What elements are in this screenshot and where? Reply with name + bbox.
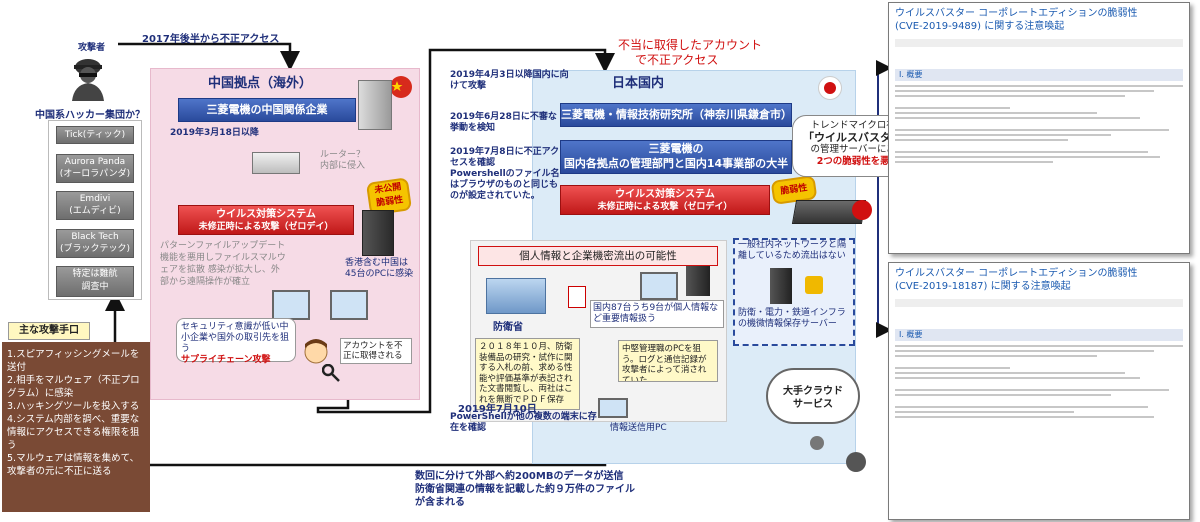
methods-title: 主な攻撃手口 (8, 322, 90, 340)
arrow-to-advisory-2 (855, 159, 892, 338)
trendmicro-product: 「ウイルスバスター」 (803, 131, 913, 144)
arrow-china-to-japan (316, 48, 615, 414)
japan-antivirus-label: ウイルス対策システム (615, 189, 715, 200)
laptop-icon (330, 290, 368, 320)
pc-icon (640, 272, 678, 300)
router-icon (252, 152, 300, 174)
isolated-network-box (733, 238, 855, 346)
method-item: 2.相手をマルウェア（不正プログラム）に感染 (7, 375, 140, 399)
mid-manager-note: 中堅管理職のPCを狙う。ログと通信記録が攻撃者によって消されていた (618, 340, 718, 382)
cloud-service-icon: 大手クラウド サービス (766, 368, 860, 424)
powershell-note: PowerShellが他の複数の端末に存在を確認 (450, 412, 597, 433)
method-item: 1.スピアフィッシングメールを送付 (7, 349, 140, 373)
method-item: 3.ハッキングツールを投入する (7, 401, 140, 412)
group-unidentified: 特定は難航 調査中 (56, 266, 134, 297)
trendmicro-line1: トレンドマイクロ社製 (810, 120, 906, 131)
mod-building-icon (486, 278, 546, 314)
pdf-icon (568, 286, 586, 308)
server-icon (362, 210, 394, 256)
group-aurora-panda: Aurora Panda (オーロラパンダ) (56, 154, 134, 183)
virus-icon (846, 452, 866, 472)
leak-area (470, 240, 727, 422)
send-pc-label: 情報送信用PC (610, 423, 667, 433)
japan-flag-icon (818, 76, 842, 100)
server-icon (686, 266, 710, 296)
japan-lab-bar: 三菱電機・情報技術研究所（神奈川県鎌倉市） (560, 103, 792, 127)
powershell-date: 2019年7月10日 (458, 404, 537, 415)
trendmicro-logo-icon (852, 200, 872, 220)
advisory-2-title[interactable]: ウイルスバスター コーポレートエディションの脆弱性 (CVE-2019-1818… (895, 268, 1138, 292)
advisory-1-title[interactable]: ウイルスバスター コーポレートエディションの脆弱性 (CVE-2019-9489… (895, 8, 1138, 32)
japan-hq-line1: 三菱電機の (648, 142, 704, 155)
method-item: 4.システム内部を調べ、重要な情報にアクセスできる権限を狙う (7, 414, 140, 451)
attacker-title: 攻撃者 (78, 43, 106, 53)
exfiltration-line2: 防衛省関連の情報を記載した約９万件のファイル (415, 484, 635, 495)
methods-list: 1.スピアフィッシングメールを送付 2.相手をマルウェア（不正プログラム）に感染… (2, 342, 150, 512)
october-2018-note: ２０１８年１０月、防衛装備品の研究・試作に関する入札の前、求める性能や評価基準が… (475, 338, 580, 410)
lock-icon (805, 276, 823, 294)
hacker-icon (68, 55, 108, 101)
infected-pcs-note: 香港含む中国は 45台のPCに感染 (345, 258, 414, 279)
server-rack-icon (770, 268, 792, 304)
trendmicro-line4: 2つの脆弱性を悪用 (816, 156, 900, 167)
stolen-account-label-2: で不正アクセス (635, 53, 719, 67)
isolated-network-note: 一般社内ネットワークと隔離しているため流出はない (738, 240, 847, 261)
account-note: アカウントを不正に取得される (340, 338, 412, 364)
exfiltration-line1: 数回に分けて外部へ約200MBのデータが送信 (415, 471, 624, 482)
japan-confirmed: 2019年7月8日に不正アクセスを確認 Powershellのファイル名はブラウ… (450, 147, 560, 201)
advisory-2-section: I. 概要 (895, 329, 1183, 341)
china-antivirus-sub: 未修正時による攻撃（ゼロデイ） (198, 222, 334, 232)
laptop-icon (272, 290, 310, 320)
china-antivirus-bar: ウイルス対策システム 未修正時による攻撃（ゼロデイ） (178, 205, 354, 235)
leak-title: 個人情報と企業機密流出の可能性 (478, 246, 718, 266)
key-icon (322, 364, 340, 382)
intrusion-2017-label: 2017年後半から不正アクセス (142, 34, 280, 45)
advisory-panel-2: ウイルスバスター コーポレートエディションの脆弱性 (CVE-2019-1818… (888, 262, 1190, 520)
china-flag-icon (390, 76, 412, 98)
china-date: 2019年3月18日以降 (170, 128, 259, 138)
china-title: 中国拠点（海外） (208, 76, 313, 91)
exfiltration-note: 数回に分けて外部へ約200MBのデータが送信 防衛省関連の情報を記載した約９万件… (415, 470, 635, 509)
supply-chain-callout: セキュリティ意識が低い中小企業や国外の取引先を狙う サプライチェーン攻撃 (176, 318, 296, 365)
send-pc-icon (598, 398, 628, 418)
japan-attack-start: 2019年4月3日以降国内に向けて攻撃 (450, 70, 569, 91)
infra-server-label: 防衛・電力・鉄道インフラの機微情報保存サーバー (738, 308, 846, 329)
supply-chain-text: セキュリティ意識が低い中小企業や国外の取引先を狙う (181, 322, 290, 354)
pc-count-note: 国内87台うち9台が個人情報など重要情報扱う (590, 300, 724, 328)
trendmicro-line3: の管理サーバーにある (810, 144, 906, 155)
router-note: ルーター？ 内部に侵入 (320, 150, 366, 171)
building-icon (358, 80, 392, 130)
hacker-group-question: 中国系ハッカー集団か？ (35, 110, 145, 121)
virus-icon (810, 436, 824, 450)
method-item: 5.マルウェアは情報を集めて、攻撃者の元に不正に送る (7, 453, 140, 477)
stolen-account-label-1: 不当に取得したアカウント (618, 38, 763, 52)
japan-antivirus-sub: 未修正時による攻撃（ゼロデイ） (597, 202, 733, 212)
japan-title: 日本国内 (612, 76, 665, 91)
supply-chain-label: サプライチェーン攻撃 (181, 355, 271, 365)
mod-label: 防衛省 (493, 322, 523, 333)
china-antivirus-label: ウイルス対策システム (216, 209, 316, 220)
pattern-note: パターンファイルアップデート機能を悪用しファイルスマルウェアを拡散 感染が拡大し… (160, 241, 286, 287)
group-tick: Tick(ティック) (56, 126, 134, 144)
japan-hq-line2: 国内各拠点の管理部門と国内14事業部の大半 (563, 157, 789, 170)
user-face-icon (302, 338, 330, 366)
group-emdivi: Emdivi (エムディビ) (56, 191, 134, 220)
advisory-panel-1: ウイルスバスター コーポレートエディションの脆弱性 (CVE-2019-9489… (888, 2, 1190, 254)
arrow-attacker-to-china (118, 42, 300, 71)
japan-detected: 2019年6月28日に不審な挙動を検知 (450, 112, 557, 133)
japan-antivirus-bar: ウイルス対策システム 未修正時による攻撃（ゼロデイ） (560, 185, 770, 215)
group-black-tech: Black Tech (ブラックテック) (56, 229, 134, 258)
japan-hq-bar: 三菱電機の 国内各拠点の管理部門と国内14事業部の大半 (560, 140, 792, 174)
exfiltration-line3: が含まれる (415, 497, 465, 508)
advisory-1-section: I. 概要 (895, 69, 1183, 81)
china-company-bar: 三菱電機の中国関係企業 (178, 98, 356, 122)
